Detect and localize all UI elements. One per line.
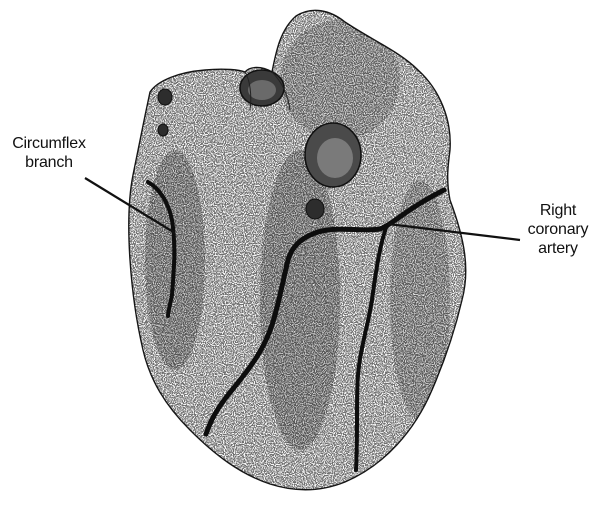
right-label-line1: Right — [518, 201, 598, 220]
right-label-line2: coronary — [518, 220, 598, 239]
circumflex-label-line1: Circumflex — [6, 134, 92, 153]
circumflex-branch-label: Circumflex branch — [6, 134, 92, 172]
circumflex-label-line2: branch — [6, 153, 92, 172]
right-label-line3: artery — [518, 239, 598, 258]
right-coronary-artery-label: Right coronary artery — [518, 201, 598, 258]
